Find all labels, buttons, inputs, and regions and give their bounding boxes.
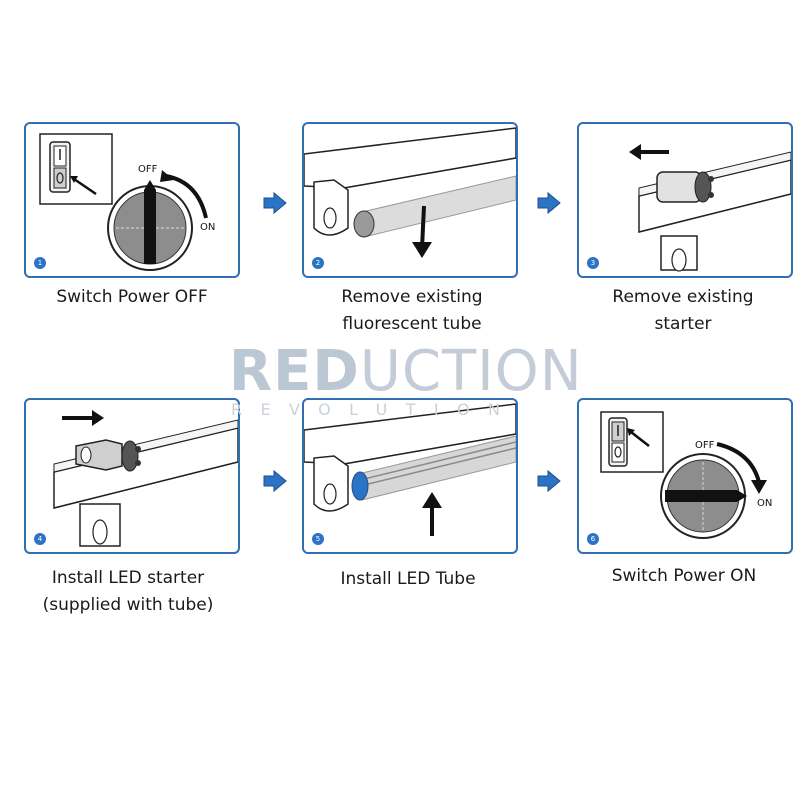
caption-line: Switch Power OFF [56, 287, 208, 307]
step-4-panel: 4 [24, 398, 240, 554]
step-2-panel: 2 [302, 122, 518, 278]
pointer-arrow [630, 431, 650, 447]
watermark-logo: REDUCTION [229, 336, 589, 408]
dial-on-label: ON [757, 498, 772, 509]
caption-line: Remove existing [341, 287, 483, 307]
step-number-badge: 1 [34, 257, 46, 269]
step-3-panel: 3 [577, 122, 793, 278]
step-3-caption: Remove existing starter [563, 284, 800, 338]
dial-off-label: OFF [695, 440, 715, 451]
fixture-body [53, 427, 238, 509]
caption-line: Switch Power ON [611, 566, 757, 586]
switch-power-off-illustration: OFF ON [39, 133, 215, 271]
flow-arrow-icon [263, 191, 287, 215]
led-tube-blue-cap [351, 471, 369, 501]
caption-line: starter [654, 314, 712, 334]
step-number-badge: 4 [34, 533, 46, 545]
step-5-panel: 5 [302, 398, 518, 554]
step-4-caption: Install LED starter (supplied with tube) [8, 565, 248, 619]
remove-starter-illustration [629, 144, 791, 272]
step-1-panel: OFF ON 1 [24, 122, 240, 278]
step-6-panel: OFF ON 6 [577, 398, 793, 554]
lamp-holder [313, 455, 349, 512]
caption-line: Remove existing [612, 287, 754, 307]
caption-line: (supplied with tube) [42, 595, 214, 615]
step-number-badge: 6 [587, 533, 599, 545]
fixture-body [304, 127, 516, 189]
caption-line: fluorescent tube [342, 314, 482, 334]
flow-arrow-icon [537, 469, 561, 493]
step-1-caption: Switch Power OFF [12, 284, 252, 311]
lamp-holder [313, 179, 349, 236]
dial-knob [144, 180, 156, 264]
switch-power-on-illustration: OFF ON [600, 411, 772, 539]
rotation-arrow [716, 442, 761, 483]
rotation-arrow [165, 174, 208, 219]
watermark-subtitle: REVOLUTION [231, 400, 519, 419]
remove-fluorescent-tube-illustration [304, 127, 516, 258]
step-6-caption: Switch Power ON [564, 563, 800, 590]
step-number-badge: 3 [587, 257, 599, 269]
dial-off-label: OFF [138, 164, 158, 175]
watermark-bold: RED [229, 339, 360, 404]
flow-arrow-icon [263, 469, 287, 493]
pointer-arrow [73, 177, 97, 196]
install-led-starter-illustration [53, 410, 238, 547]
caption-line: Install LED Tube [340, 569, 476, 589]
flow-arrow-icon [537, 191, 561, 215]
fluorescent-tube [361, 175, 516, 237]
down-arrow [420, 205, 426, 249]
caption-line: Install LED starter [51, 568, 205, 588]
step-number-badge: 5 [312, 533, 324, 545]
install-led-tube-illustration [304, 403, 516, 536]
dial-knob [665, 490, 747, 502]
step-number-badge: 2 [312, 257, 324, 269]
step-2-caption: Remove existing fluorescent tube [292, 284, 532, 338]
dial-on-label: ON [200, 222, 215, 233]
step-5-caption: Install LED Tube [288, 566, 528, 593]
starter-canister [656, 171, 702, 203]
watermark-light: UCTION [359, 339, 583, 404]
